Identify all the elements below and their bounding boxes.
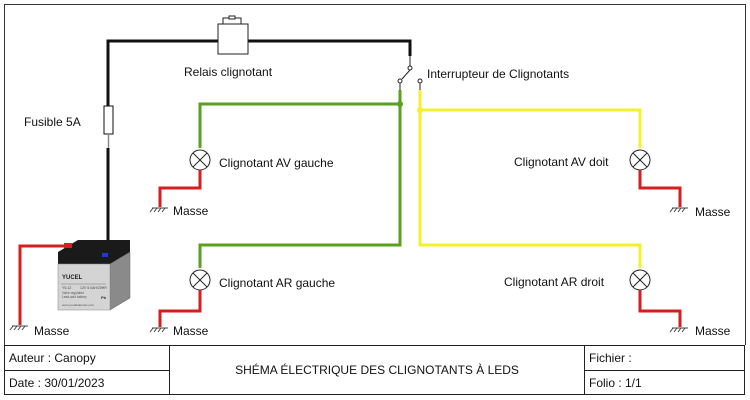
battery-rating: 12V 5.0AH/20HR (80, 286, 107, 290)
folio-field: Folio : 1/1 (589, 376, 642, 390)
drawing-title: SHÉMA ÉLECTRIQUE DES CLIGNOTANTS À LEDS (170, 346, 585, 395)
battery-positive-terminal (64, 243, 72, 248)
lamp-av-gauche-label: Clignotant AV gauche (219, 156, 334, 170)
lamp-ar-droit (629, 269, 651, 291)
battery-note2: Lead-acid battery (62, 295, 87, 299)
battery-note1: Valve regulated (62, 291, 84, 295)
lamp-av-droit-label: Clignotant AV doit (514, 155, 609, 169)
left-junction-dot (397, 101, 403, 107)
left-signal-wire (198, 90, 402, 268)
date-field: Date : 30/01/2023 (5, 371, 170, 395)
battery-negative-terminal (102, 253, 108, 257)
switch-label: Interrupteur de Clignotants (427, 67, 569, 81)
file-field: Fichier : (585, 346, 744, 371)
relay-symbol (217, 15, 249, 55)
lamp-ar-gauche-label: Clignotant AR gauche (219, 276, 335, 290)
ground-label-battery: Masse (34, 324, 70, 338)
title-block: Auteur : Canopy Date : 30/01/2023 SHÉMA … (4, 345, 745, 395)
ground-symbol-ar-gauche (149, 327, 168, 333)
right-junction-dot (417, 107, 423, 113)
turn-signal-switch-symbol (397, 56, 423, 92)
drawing-frame (4, 4, 746, 345)
battery-brand: YUCEL (62, 275, 83, 281)
author-field: Auteur : Canopy (5, 346, 170, 371)
battery-model: Y5-12 (62, 286, 71, 290)
ground-label-av-gauche: Masse (173, 204, 209, 218)
fuse-symbol (103, 105, 114, 148)
ground-symbol-ar-droit (669, 327, 688, 333)
ground-symbol-av-droit (669, 207, 688, 213)
lamp-ar-droit-label: Clignotant AR droit (504, 275, 605, 289)
ground-label-ar-gauche: Masse (173, 324, 209, 338)
battery-illustration: YUCEL Y5-12 12V 5.0AH/20HR Valve regulat… (57, 240, 131, 311)
battery-recycle-mark: Pb (101, 295, 107, 300)
lamp-av-gauche (189, 149, 211, 171)
ground-label-ar-droit: Masse (695, 324, 731, 338)
right-signal-wire (418, 90, 642, 268)
wiring-diagram: Fusible 5A Relais clignotant Interrupteu… (4, 4, 746, 345)
fuse-label: Fusible 5A (24, 115, 81, 129)
lamp-ar-gauche (189, 269, 211, 291)
ground-symbol-av-gauche (149, 207, 168, 213)
lamp-av-droit (629, 149, 651, 171)
power-wire (106, 39, 412, 240)
relay-label: Relais clignotant (184, 65, 273, 79)
ground-label-av-droit: Masse (695, 205, 731, 219)
ground-symbol-battery (9, 325, 28, 331)
battery-website: www.yucelbatteries.com (62, 303, 95, 307)
